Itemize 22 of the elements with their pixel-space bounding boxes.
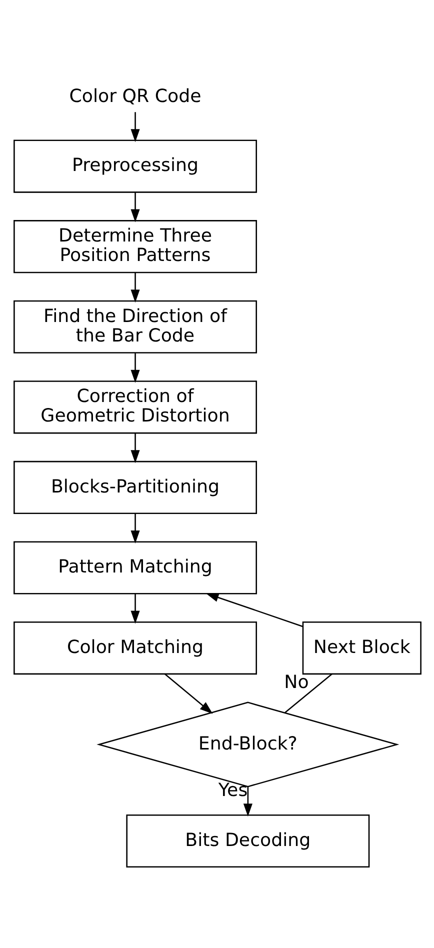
node-box: Correction of Geometric Distortion xyxy=(13,380,256,434)
node-box: Determine Three Position Patterns xyxy=(13,220,256,273)
arrow xyxy=(130,352,140,382)
node-box: Blocks-Partitioning xyxy=(13,460,256,514)
node-text: Color QR Code xyxy=(68,85,201,106)
arrow xyxy=(242,786,252,816)
arrow xyxy=(130,594,140,624)
edge-label: No xyxy=(284,672,308,693)
arrow xyxy=(205,592,302,627)
node-box: Color Matching xyxy=(13,620,256,674)
node-box: Bits Decoding xyxy=(126,814,370,868)
node-box: Find the Direction of the Bar Code xyxy=(13,300,256,353)
arrow xyxy=(130,192,140,222)
node-box: Preprocessing xyxy=(13,139,256,192)
node-box: Pattern Matching xyxy=(13,540,256,594)
arrow xyxy=(130,432,140,463)
arrow xyxy=(130,272,140,302)
arrow xyxy=(130,513,140,543)
node-box: Next Block xyxy=(302,620,421,674)
connector xyxy=(284,673,332,713)
arrow xyxy=(164,673,212,714)
arrow xyxy=(130,112,140,142)
